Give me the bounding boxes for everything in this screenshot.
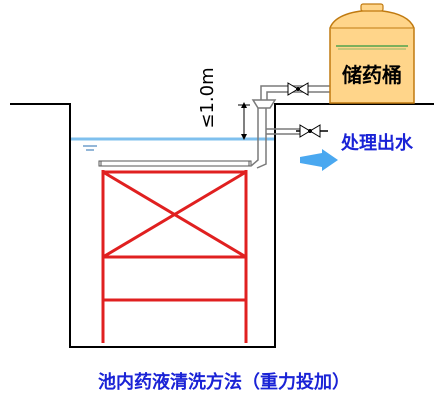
outflow-label: 处理出水: [340, 132, 414, 154]
pool-wall-outline: [10, 103, 434, 348]
level-label: ≤1.0m: [197, 67, 218, 128]
storage-tank: 储药桶: [329, 3, 415, 104]
outflow-indicator: 处理出水: [300, 132, 414, 171]
outlet-valve: [296, 124, 328, 138]
level-dimension: ≤1.0m: [197, 67, 250, 140]
top-valve: [287, 82, 309, 96]
diagram-caption: 池内药液清洗方法（重力投加）: [98, 371, 350, 393]
water-surface: [71, 137, 274, 151]
outflow-arrow: [300, 149, 338, 171]
cleaning-frame: [101, 170, 248, 343]
water-level-symbol: [83, 145, 97, 151]
tank-label: 储药桶: [342, 63, 402, 87]
pool-structure: [10, 103, 434, 348]
spray-bar: [98, 160, 252, 167]
